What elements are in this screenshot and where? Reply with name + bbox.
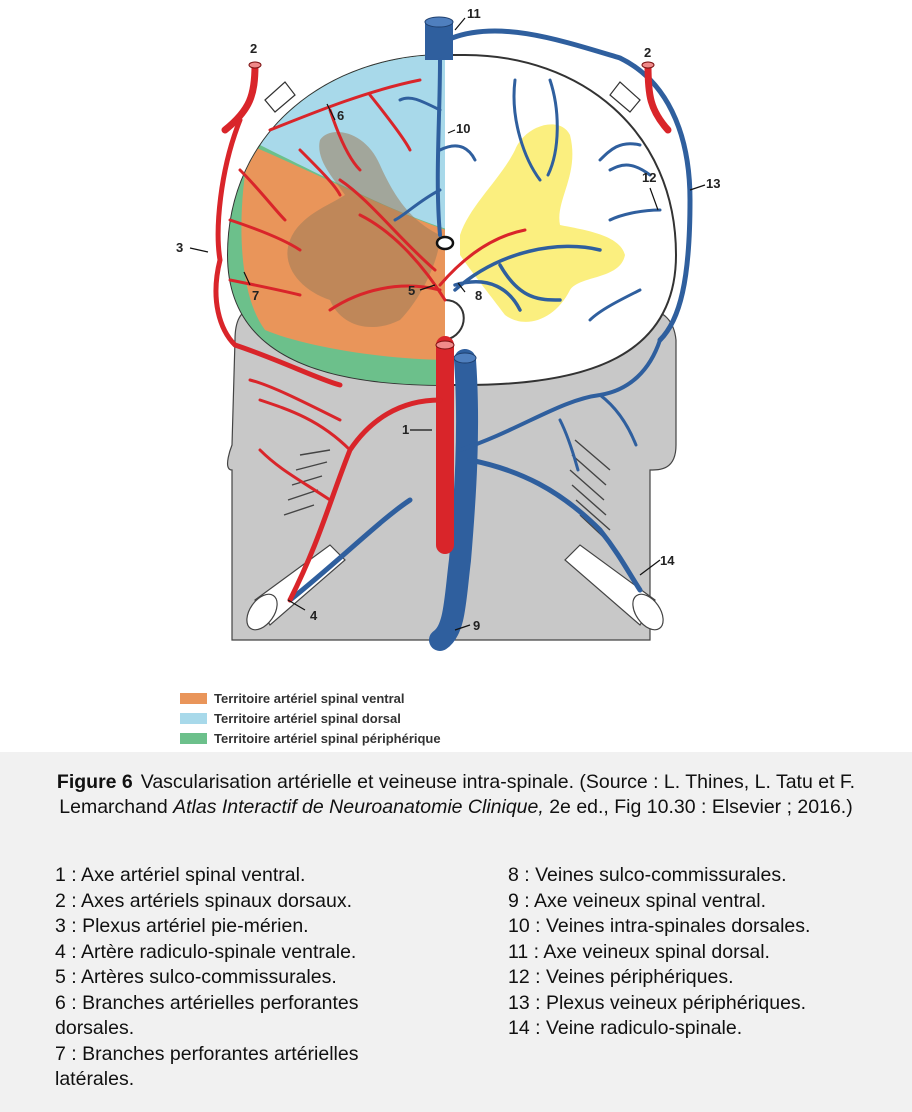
legend-entry-11: 11 : Axe veineux spinal dorsal. bbox=[508, 940, 770, 963]
label-2-left: 2 bbox=[250, 41, 257, 56]
label-6: 6 bbox=[337, 108, 344, 123]
legend-entry-13: 13 : Plexus veineux périphériques. bbox=[508, 991, 807, 1014]
label-3: 3 bbox=[176, 240, 183, 255]
arterial-network bbox=[213, 61, 672, 603]
caption-text-before: Vascularisation artérielle et veineuse i… bbox=[59, 771, 856, 818]
legend-entry-12: 12 : Veines périphériques. bbox=[508, 966, 734, 988]
label-13: 13 bbox=[706, 176, 720, 191]
label-5: 5 bbox=[408, 283, 415, 298]
label-2-right: 2 bbox=[644, 45, 651, 60]
label-11: 11 bbox=[467, 6, 481, 21]
legend-entry-8: 8 : Veines sulco-commissurales. bbox=[508, 864, 787, 886]
figure-area: 1 2 2 3 4 5 6 7 8 9 10 11 12 13 14 Terri… bbox=[176, 6, 721, 748]
numbered-legend-left: 1 : Axe artériel spinal ventral. 2 : Axe… bbox=[55, 863, 455, 1093]
legend-entry-7: 7 : Branches perforantes artérielles lat… bbox=[55, 1042, 359, 1091]
legend-entry-2: 2 : Axes artériels spinaux dorsaux. bbox=[55, 889, 352, 912]
legend-swatch-peripheral bbox=[180, 732, 207, 744]
legend-label-peripheral: Territoire artériel spinal périphérique bbox=[214, 730, 441, 746]
legend-entry-6: 6 : Branches artérielles perforantes dor… bbox=[55, 991, 359, 1040]
label-4: 4 bbox=[310, 608, 318, 623]
legend-entry-3: 3 : Plexus artériel pie-mérien. bbox=[55, 915, 309, 937]
territory-legend: Territoire artériel spinal ventral Terri… bbox=[180, 688, 441, 748]
label-10: 10 bbox=[456, 121, 470, 136]
label-14: 14 bbox=[660, 553, 675, 568]
legend-label-dorsal: Territoire artériel spinal dorsal bbox=[214, 710, 401, 726]
legend-entry-4: 4 : Artère radiculo-spinale ventrale. bbox=[55, 940, 357, 963]
legend-swatch-dorsal bbox=[180, 712, 207, 724]
legend-entry-9: 9 : Axe veineux spinal ventral. bbox=[508, 889, 766, 912]
diagram-labels: 1 2 2 3 4 5 6 7 8 9 10 11 12 13 14 bbox=[176, 6, 720, 633]
label-8: 8 bbox=[475, 288, 482, 303]
legend-entry-14: 14 : Veine radiculo-spinale. bbox=[508, 1017, 743, 1039]
legend-item-ventral: Territoire artériel spinal ventral bbox=[180, 688, 441, 708]
legend-swatch-ventral bbox=[180, 692, 207, 704]
legend-entry-1: 1 : Axe artériel spinal ventral. bbox=[55, 864, 306, 886]
legend-label-ventral: Territoire artériel spinal ventral bbox=[214, 690, 405, 706]
legend-entry-10: 10 : Veines intra-spinales dorsales. bbox=[508, 915, 811, 937]
caption-book-title: Atlas Interactif de Neuroanatomie Cliniq… bbox=[173, 796, 544, 818]
spinal-vascularisation-diagram: 1 2 2 3 4 5 6 7 8 9 10 11 12 13 14 bbox=[176, 6, 720, 651]
figure-label: Figure 6 bbox=[56, 771, 133, 793]
numbered-legend-right: 8 : Veines sulco-commissurales. 9 : Axe … bbox=[508, 863, 898, 1042]
label-9: 9 bbox=[473, 618, 480, 633]
dorsal-root-stubs bbox=[264, 81, 641, 113]
legend-entry-5: 5 : Artères sulco-commissurales. bbox=[55, 966, 337, 988]
legend-item-peripheral: Territoire artériel spinal périphérique bbox=[180, 728, 441, 748]
leader-lines bbox=[189, 17, 706, 631]
caption-text-after: 2e ed., Fig 10.30 : Elsevier ; 2016.) bbox=[543, 796, 853, 818]
label-12: 12 bbox=[642, 170, 656, 185]
label-7: 7 bbox=[252, 288, 259, 303]
venous-network bbox=[287, 16, 693, 651]
legend-item-dorsal: Territoire artériel spinal dorsal bbox=[180, 708, 441, 728]
label-1: 1 bbox=[402, 422, 409, 437]
